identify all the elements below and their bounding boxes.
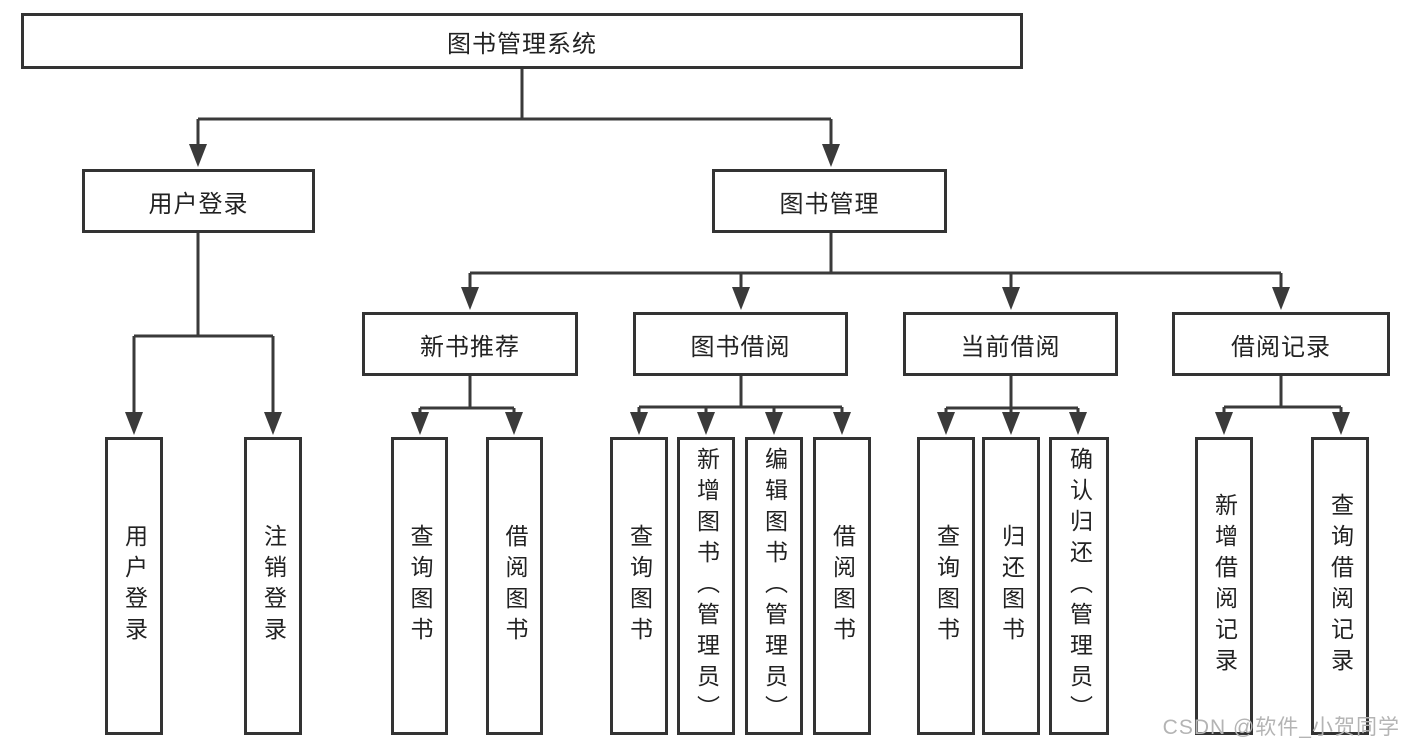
arrowhead-down-icon: [189, 144, 840, 167]
leaf-label: 借阅图书: [829, 524, 856, 648]
connector-book-management-children: [461, 233, 1290, 310]
leaf-query-borrow-record: 查询借阅记录: [1311, 437, 1369, 735]
leaf-label: 编辑图书（管理员）: [761, 446, 788, 726]
arrowhead-down-icon: [937, 412, 1087, 435]
connector-new-book-children: [411, 376, 523, 435]
leaf-logout-login: 注销登录: [244, 437, 302, 735]
arrowhead-down-icon: [411, 412, 523, 435]
node-new-book-recommend: 新书推荐: [362, 312, 578, 376]
arrowhead-down-icon: [125, 412, 282, 435]
connector-root-to-level2: [189, 69, 840, 167]
leaf-label: 确认归还（管理员）: [1066, 446, 1093, 726]
leaf-label: 用户登录: [121, 524, 148, 648]
csdn-watermark: CSDN @软件_小贺同学: [1162, 716, 1400, 739]
node-label: 借阅记录: [1231, 333, 1331, 361]
leaf-label: 新增借阅记录: [1211, 493, 1238, 679]
leaf-edit-book-admin: 编辑图书（管理员）: [745, 437, 803, 735]
node-borrow-records: 借阅记录: [1172, 312, 1390, 376]
connector-current-borrow-children: [937, 376, 1087, 435]
node-user-login: 用户登录: [82, 169, 315, 233]
leaf-query-book-borrow: 查询图书: [610, 437, 668, 735]
node-label: 当前借阅: [960, 333, 1061, 361]
leaf-query-book-current: 查询图书: [917, 437, 975, 735]
leaf-label: 查询图书: [407, 524, 433, 648]
leaf-label: 查询图书: [626, 524, 653, 648]
leaf-borrow-book: 借阅图书: [813, 437, 871, 735]
leaf-confirm-return-admin: 确认归还（管理员）: [1049, 437, 1109, 735]
arrowhead-down-icon: [461, 287, 1290, 310]
leaf-label: 归还图书: [998, 524, 1025, 648]
leaf-label: 借阅图书: [502, 524, 528, 648]
node-book-borrow: 图书借阅: [633, 312, 848, 376]
node-book-management: 图书管理: [712, 169, 947, 233]
leaf-borrow-book-recommend: 借阅图书: [486, 437, 543, 735]
leaf-return-book: 归还图书: [982, 437, 1040, 735]
leaf-add-borrow-record: 新增借阅记录: [1195, 437, 1253, 735]
connector-borrow-records-children: [1215, 376, 1350, 435]
node-label: 图书借阅: [690, 333, 791, 361]
node-current-borrow: 当前借阅: [903, 312, 1118, 376]
connector-user-login-children: [125, 233, 282, 435]
leaf-label: 新增图书（管理员）: [693, 446, 720, 726]
leaf-label: 查询借阅记录: [1327, 493, 1354, 679]
node-label: 图书管理系统: [447, 30, 597, 58]
node-label: 用户登录: [148, 190, 249, 218]
arrowhead-down-icon: [1215, 412, 1350, 435]
arrowhead-down-icon: [630, 412, 851, 435]
leaf-label: 注销登录: [260, 524, 287, 648]
leaf-query-book-recommend: 查询图书: [391, 437, 448, 735]
node-label: 图书管理: [779, 190, 880, 218]
node-label: 新书推荐: [420, 333, 520, 361]
connector-book-borrow-children: [630, 376, 851, 435]
leaf-add-book-admin: 新增图书（管理员）: [677, 437, 735, 735]
node-library-management-system: 图书管理系统: [21, 13, 1023, 69]
leaf-user-login: 用户登录: [105, 437, 163, 735]
leaf-label: 查询图书: [933, 524, 960, 648]
